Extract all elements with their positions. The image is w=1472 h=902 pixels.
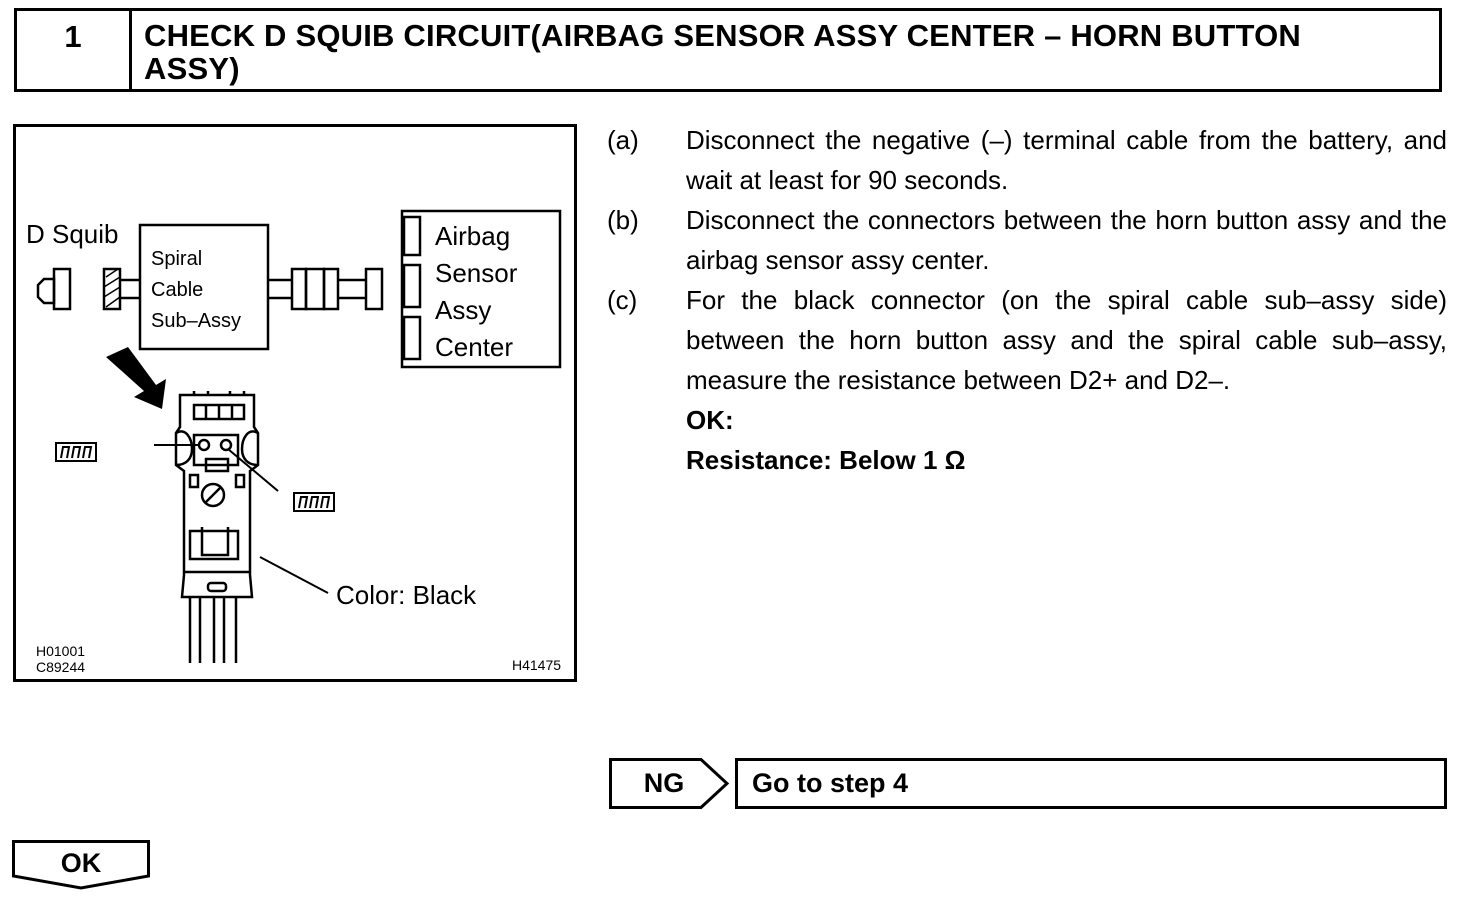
step-title-line-2: ASSY) xyxy=(144,51,240,86)
airbag-sensor-label: Airbag Sensor Assy Center xyxy=(435,218,517,366)
step-header: 1 CHECK D SQUIB CIRCUIT(AIRBAG SENSOR AS… xyxy=(14,8,1442,92)
ng-label: NG xyxy=(643,768,685,798)
step-title-line-1: CHECK D SQUIB CIRCUIT(AIRBAG SENSOR ASSY… xyxy=(144,18,1301,53)
spec-resistance: Resistance: Below 1 Ω xyxy=(686,445,966,475)
airbag-side-connector xyxy=(364,267,384,311)
instruction-letter: (b) xyxy=(607,205,639,235)
instruction-text: Disconnect the connectors between the ho… xyxy=(686,205,1447,275)
ok-arrow-shape xyxy=(12,840,150,890)
figure-code-right: H41475 xyxy=(512,657,562,673)
spec-ok-label: OK: xyxy=(686,405,734,435)
mid-connector-center xyxy=(304,267,326,311)
mid-connector-right xyxy=(322,267,340,311)
squib-plug xyxy=(36,277,56,305)
squib-connector xyxy=(52,267,72,311)
step-number: 1 xyxy=(17,11,132,89)
ok-label: OK xyxy=(60,848,102,878)
figure-code-top: H01001 xyxy=(36,643,86,659)
connector-illustration: D Squib Spiral Cable Sub–Assy Airbag Sen… xyxy=(13,124,577,682)
instruction-item: (b) Disconnect the connectors between th… xyxy=(607,200,1447,280)
airbag-label-line: Sensor xyxy=(435,258,518,288)
instruction-letter: (a) xyxy=(607,125,639,155)
ng-arrow-shape xyxy=(609,758,730,809)
terminal-symbol-right xyxy=(293,492,335,512)
spiral-cable-label: Spiral Cable Sub–Assy xyxy=(151,244,241,337)
airbag-label-line: Center xyxy=(435,332,514,362)
airbag-label-line: Assy xyxy=(435,295,492,325)
instruction-list: (a) Disconnect the negative (–) terminal… xyxy=(607,120,1447,480)
instruction-text: Disconnect the negative (–) terminal cab… xyxy=(686,125,1447,195)
instruction-text: For the black connector (on the spiral c… xyxy=(686,285,1447,395)
instruction-letter: (c) xyxy=(607,285,638,315)
spiral-label-line: Spiral xyxy=(151,248,203,270)
figure-code-bottom: C89244 xyxy=(36,659,86,675)
spiral-cable-box xyxy=(138,223,270,351)
instruction-item: (a) Disconnect the negative (–) terminal… xyxy=(607,120,1447,200)
airbag-label-line: Airbag xyxy=(435,221,511,251)
pointer-arrow xyxy=(106,347,166,409)
ok-result[interactable]: OK xyxy=(12,840,150,890)
instruction-item: (c) For the black connector (on the spir… xyxy=(607,280,1447,400)
black-connector-drawing xyxy=(154,391,329,663)
terminal-symbol-left xyxy=(55,442,97,462)
wiring-diagram xyxy=(36,209,562,663)
mid-connector-left xyxy=(290,267,308,311)
step-title: CHECK D SQUIB CIRCUIT(AIRBAG SENSOR ASSY… xyxy=(132,11,1439,89)
spiral-label-line: Cable xyxy=(151,279,204,301)
ng-goto-step-link[interactable]: Go to step 4 xyxy=(735,758,1447,809)
figure-codes: H01001 C89244 xyxy=(36,643,85,675)
ng-result: NG Go to step 4 xyxy=(609,758,1447,809)
d-squib-label: D Squib xyxy=(26,219,119,249)
airbag-sensor-box xyxy=(400,209,562,369)
connector-color-label: Color: Black xyxy=(336,580,477,610)
spiral-label-line: Sub–Assy xyxy=(151,310,242,332)
hatched-connector xyxy=(102,267,122,311)
